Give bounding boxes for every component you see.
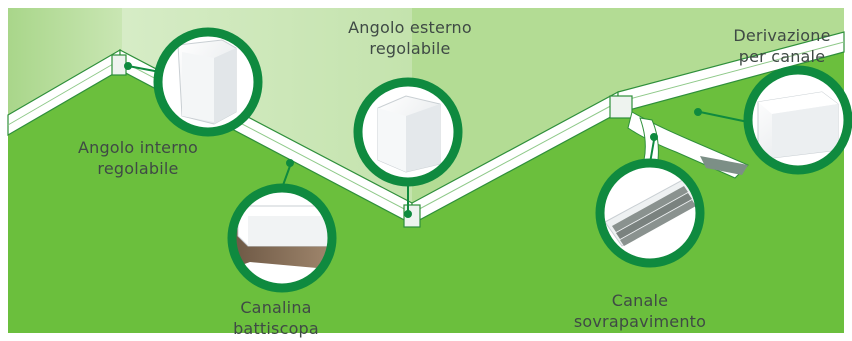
floor-duct-icon <box>604 175 700 247</box>
floor-duct-callout <box>595 158 705 268</box>
label-canale: Canale sovrapavimento <box>573 291 707 331</box>
internal-corner-callout <box>153 27 263 137</box>
junction-box-icon <box>757 91 839 159</box>
skirting-duct-icon <box>232 205 332 270</box>
skirting-duct-callout <box>227 183 337 293</box>
external-corner-callout <box>353 77 463 187</box>
label-canalina: Canalina battiscopa <box>233 298 319 338</box>
label-angolo-esterno: Angolo esterno regolabile <box>348 18 472 58</box>
external-corner-icon <box>377 95 441 173</box>
internal-corner-icon <box>177 39 237 125</box>
junction-box-callout <box>743 65 852 175</box>
wall-left <box>8 8 122 125</box>
label-derivazione: Derivazione per canale <box>733 26 831 66</box>
wall-right <box>412 8 844 210</box>
floor-duct-branch <box>627 111 749 179</box>
label-angolo-interno: Angolo interno regolabile <box>77 138 199 178</box>
